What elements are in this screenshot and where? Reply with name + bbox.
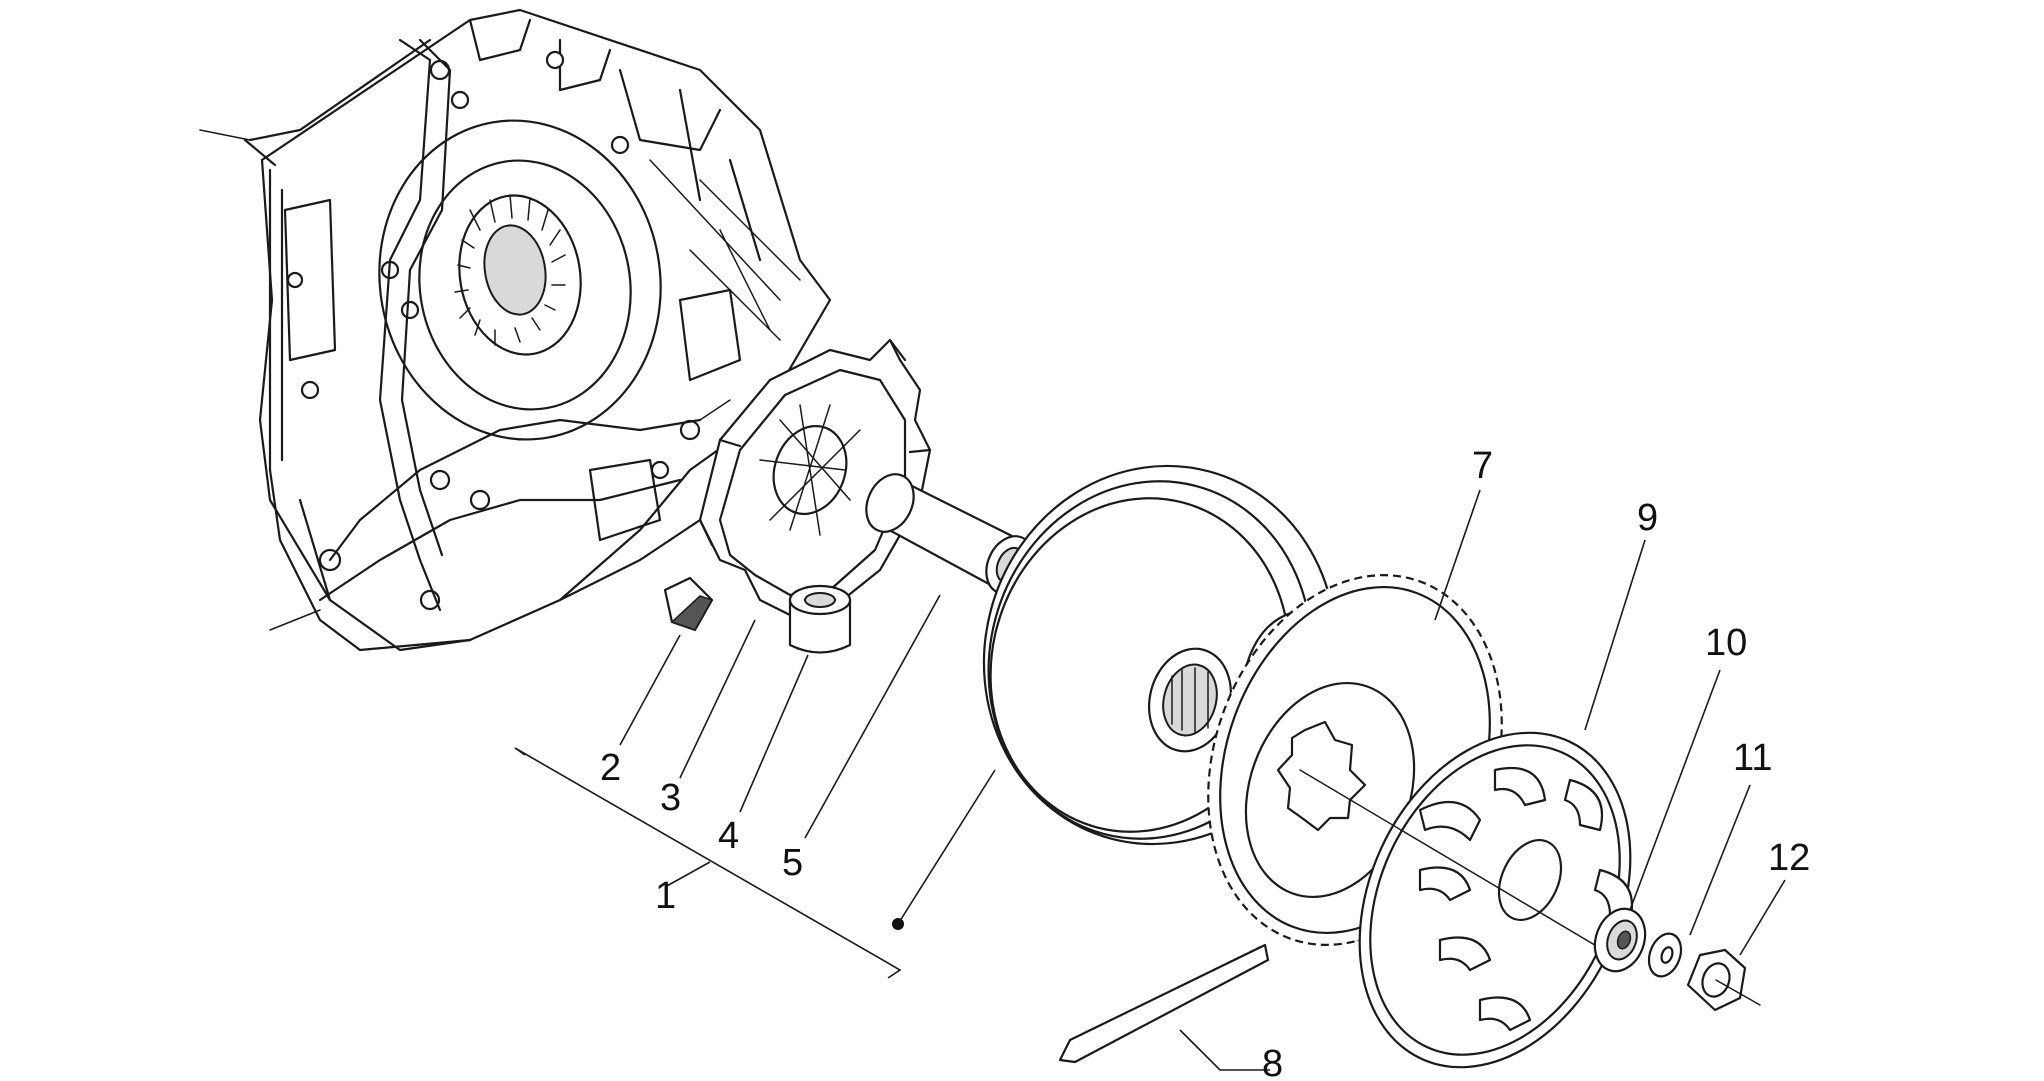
leader-lines bbox=[514, 489, 1786, 1071]
part-10-drawing bbox=[1593, 907, 1647, 973]
label-part-2: 2 bbox=[600, 747, 621, 789]
part-9-drawing bbox=[1299, 731, 1634, 1069]
label-part-7: 7 bbox=[1472, 445, 1493, 487]
part-12-drawing bbox=[1686, 948, 1761, 1012]
label-part-10: 10 bbox=[1705, 622, 1747, 664]
label-part-12: 12 bbox=[1768, 837, 1810, 879]
label-part-11: 11 bbox=[1733, 737, 1772, 779]
label-part-9: 9 bbox=[1637, 497, 1658, 539]
part-4-drawing bbox=[788, 584, 852, 654]
label-part-4: 4 bbox=[718, 815, 739, 857]
crankcase-drawing bbox=[199, 8, 832, 652]
label-part-1: 1 bbox=[655, 875, 676, 917]
part-11-drawing bbox=[1647, 932, 1683, 978]
part-2-drawing bbox=[663, 576, 714, 632]
label-part-3: 3 bbox=[660, 777, 681, 819]
label-part-8: 8 bbox=[1262, 1043, 1283, 1081]
part-3-drawing bbox=[698, 338, 932, 617]
label-part-5: 5 bbox=[782, 842, 803, 884]
part-8-drawing bbox=[1058, 943, 1270, 1064]
part-labels: 1 2 3 4 5 7 8 9 10 11 12 bbox=[600, 445, 1810, 1081]
